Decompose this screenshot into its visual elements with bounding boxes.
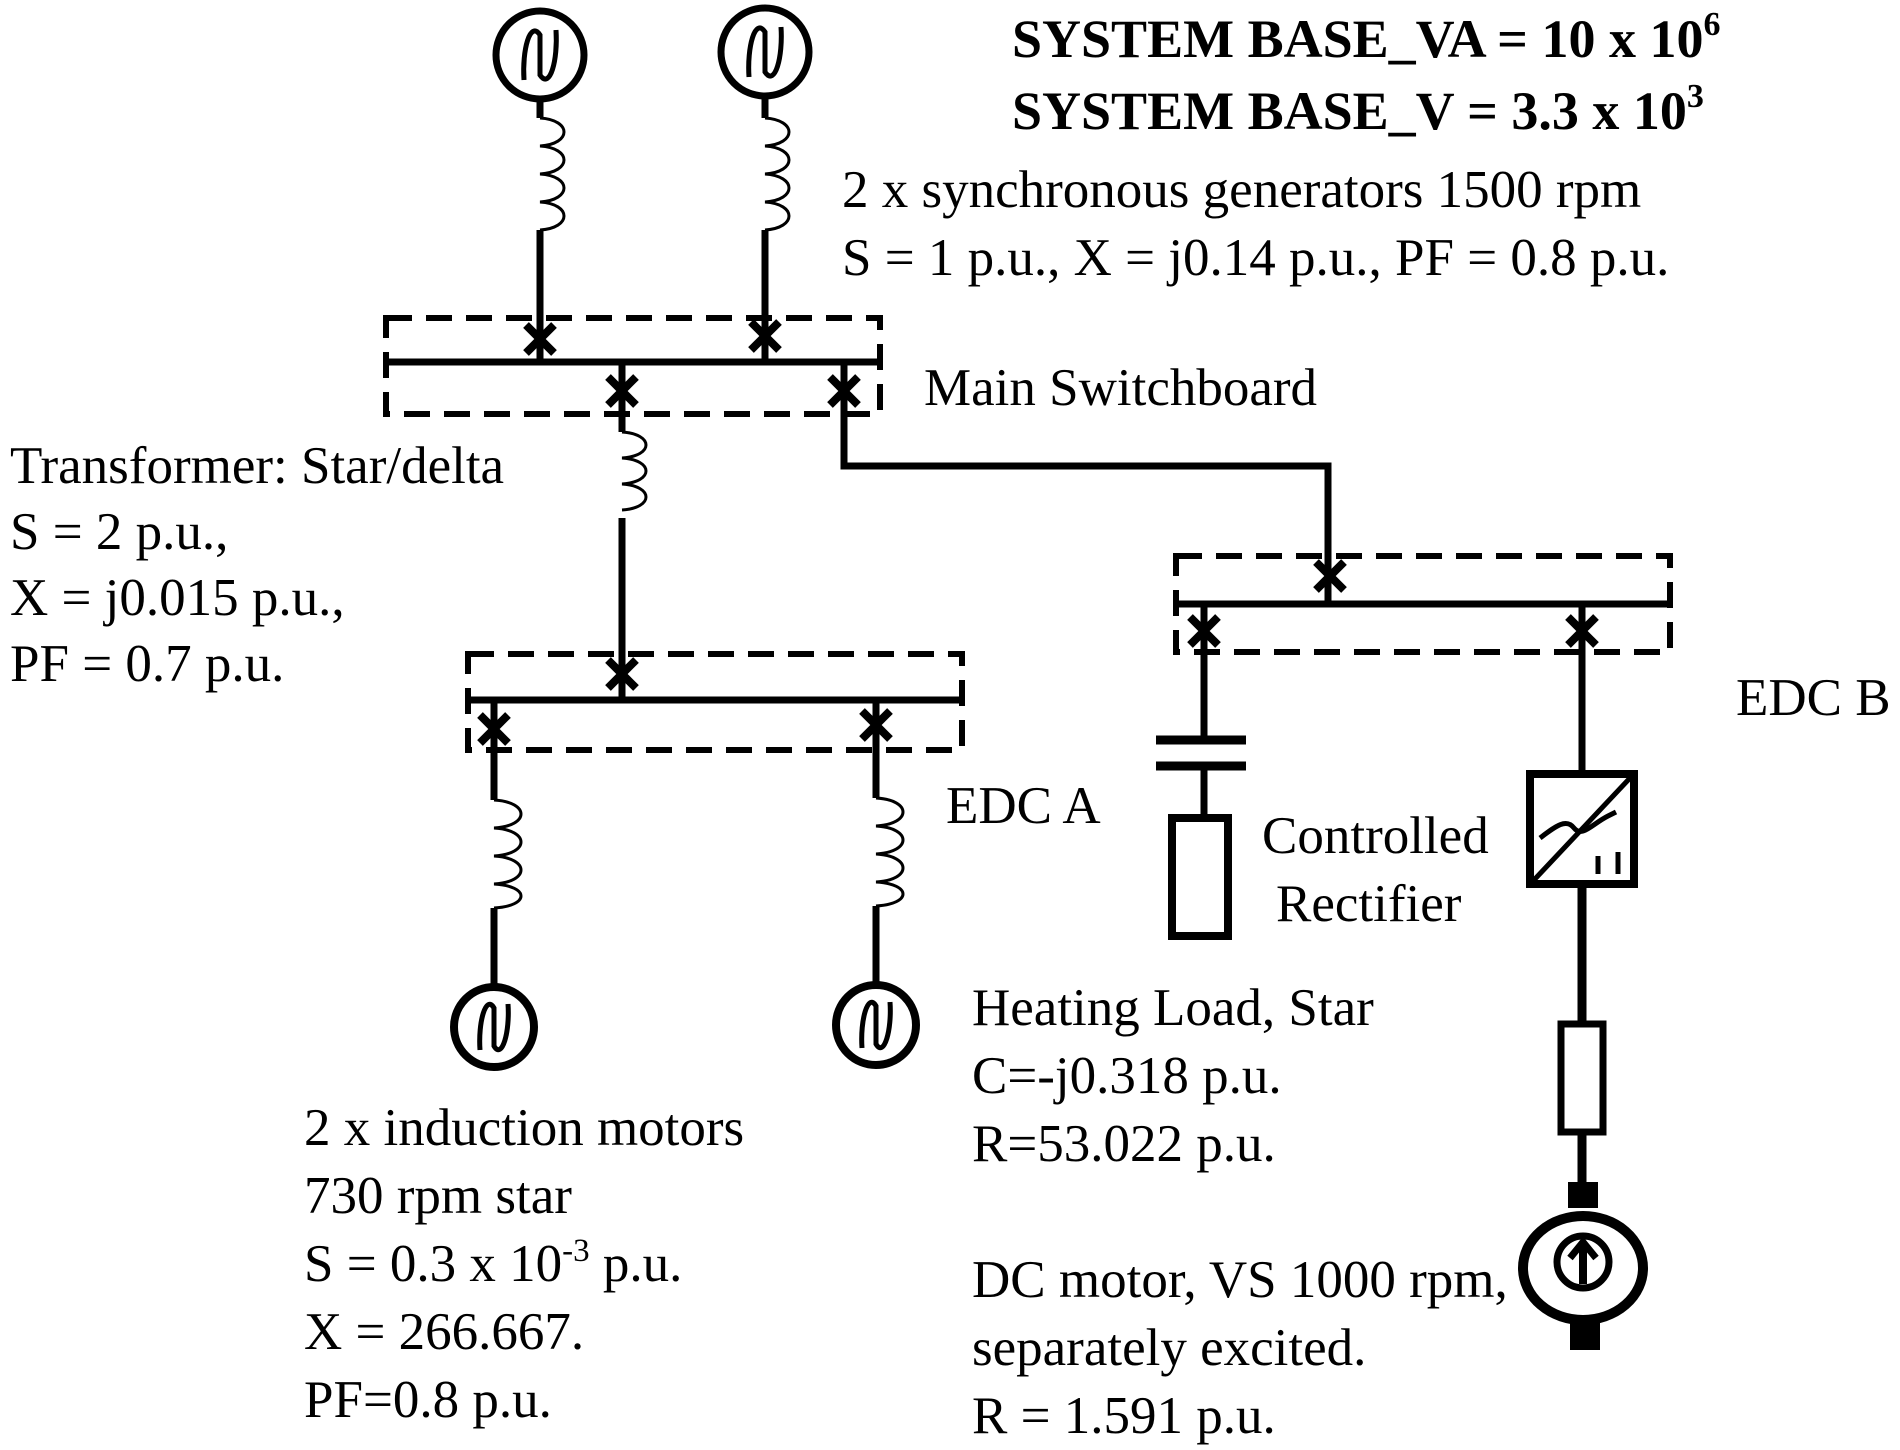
transformer-label-line1: Transformer: Star/delta [10,437,505,495]
breaker-x-icon [605,657,639,691]
sine-wave-glyph [477,1001,511,1053]
heating-load [1156,604,1246,940]
dc-motor-label-line2: separately excited. [972,1319,1367,1377]
induction-motors-label-line5: PF=0.8 p.u. [304,1371,552,1429]
sine-wave-glyph [859,999,893,1051]
resistor-icon [1168,814,1232,940]
induction-motors-s-unit: p.u. [589,1235,683,1293]
edc-a-label: EDC A [946,777,1101,835]
dc-drive [1518,604,1648,1350]
rectifier-label-line1: Controlled [1262,807,1489,865]
breaker-x-icon [748,319,782,353]
heating-load-label-line2: C=-j0.318 p.u. [972,1047,1282,1105]
transformer-label-line2: S = 2 p.u., [10,503,229,561]
induction-motors-label-line1: 2 x induction motors [304,1099,745,1157]
rectifier-label-line2: Rectifier [1276,875,1462,933]
coil-icon [764,116,791,232]
system-base-v: SYSTEM BASE_V = 3.3 x 103 [1012,80,1704,141]
controlled-rectifier-icon [1526,770,1638,888]
dc-motor-icon [1518,1182,1648,1350]
system-base-va: SYSTEM BASE_VA = 10 x 106 [1012,8,1720,69]
coil-icon [493,798,523,910]
sine-wave-glyph [521,28,559,82]
induction-motors-label-line2: 730 rpm star [304,1167,572,1225]
heating-load-label-line1: Heating Load, Star [972,979,1374,1037]
generators-label-line2: S = 1 p.u., X = j0.14 p.u., PF = 0.8 p.u… [842,229,1670,287]
breaker-x-icon [1313,559,1347,593]
cable-to-edc-b [840,362,1332,604]
system-base-v-exponent: 3 [1686,78,1704,115]
ac-motor-icon [832,981,920,1069]
coil-icon [875,796,905,908]
induction-motors-label-line3: S = 0.3 x 10-3 p.u. [304,1235,683,1293]
dc-motor-label-line3: R = 1.591 p.u. [972,1387,1276,1445]
main-switchboard [383,315,883,417]
generators-label-line1: 2 x synchronous generators 1500 rpm [842,161,1642,219]
transformer-label-line4: PF = 0.7 p.u. [10,635,285,693]
system-base-va-exponent: 6 [1703,6,1721,43]
induction-motors-s-exponent: -3 [562,1233,590,1269]
sine-wave-glyph [746,25,784,79]
transformer-label-line3: X = j0.015 p.u., [10,569,345,627]
coil-icon [621,430,648,512]
system-base-v-text: SYSTEM BASE_V = 3.3 x 10 [1012,81,1687,141]
heating-load-label-line3: R=53.022 p.u. [972,1115,1276,1173]
breaker-x-icon [523,322,557,356]
induction-motors-label-line4: X = 266.667. [304,1303,585,1361]
ac-motor-icon [450,983,538,1071]
edc-b [1173,553,1673,655]
induction-motor-1 [450,700,538,1071]
edc-b-label: EDC B [1736,669,1891,727]
main-switchboard-enclosure [383,315,883,417]
induction-motor-2 [832,700,920,1069]
generator-1 [492,7,588,362]
main-switchboard-label: Main Switchboard [924,359,1318,417]
coil-icon [539,116,566,232]
generator-2 [717,4,813,362]
induction-motors-s-value: S = 0.3 x 10 [304,1235,563,1293]
dc-motor-label-line1: DC motor, VS 1000 rpm, [972,1251,1508,1309]
system-base-va-text: SYSTEM BASE_VA = 10 x 10 [1012,9,1704,69]
edc-a [465,651,965,753]
resistor-icon [1557,1020,1607,1136]
